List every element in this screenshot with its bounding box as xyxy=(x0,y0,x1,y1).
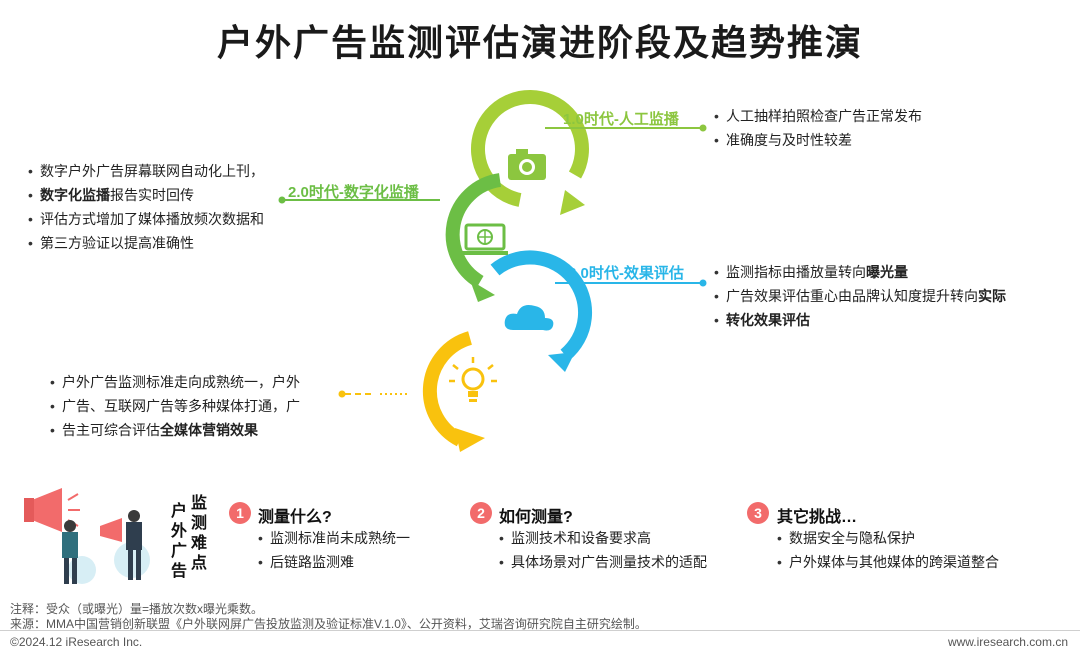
question-1-number: 1 xyxy=(229,502,251,524)
question-3-title: 其它挑战… xyxy=(777,509,858,526)
stage3-label: 3.0时代-效果评估 xyxy=(568,265,684,282)
stage2-arc xyxy=(445,173,502,302)
list-item: 具体场景对广告测量技术的适配 xyxy=(499,550,707,574)
stage2-bullets: 数字户外广告屏幕联网自动化上刊， 数字化监播报告实时回传 评估方式增加了媒体播放… xyxy=(28,159,264,255)
camera-icon xyxy=(508,149,546,180)
footnote: 注释：受众（或曝光）量=播放次数x曝光乘数。 xyxy=(10,602,264,616)
difficulty-heading-col2: 监测难点 xyxy=(190,495,207,572)
cloud-icon xyxy=(504,305,554,331)
question-3-number: 3 xyxy=(747,502,769,524)
list-item: 数字户外广告屏幕联网自动化上刊， xyxy=(28,159,264,183)
website-link[interactable]: www.iresearch.com.cn xyxy=(947,635,1068,649)
question-2-number: 2 xyxy=(470,502,492,524)
list-item: 广告效果评估重心由品牌认知度提升转向实际 xyxy=(714,284,1006,308)
question-3-points: 数据安全与隐私保护 户外媒体与其他媒体的跨渠道整合 xyxy=(777,526,999,574)
stage3-arc xyxy=(490,250,593,372)
list-item: 户外广告监测标准走向成熟统一，户外 xyxy=(50,370,300,394)
list-item: 户外媒体与其他媒体的跨渠道整合 xyxy=(777,550,999,574)
list-item: 转化效果评估 xyxy=(714,308,1006,332)
list-item: 广告、互联网广告等多种媒体打通，广 xyxy=(50,394,300,418)
difficulty-heading-col1: 户外广告 xyxy=(170,503,187,580)
question-1-title: 测量什么? xyxy=(258,509,332,526)
list-item: 数字化监播报告实时回传 xyxy=(28,183,264,207)
copyright: ©2024.12 iResearch Inc. xyxy=(10,635,143,649)
stage4-arc xyxy=(422,331,485,452)
question-1-points: 监测标准尚未成熟统一 后链路监测难 xyxy=(258,526,410,574)
list-item: 后链路监测难 xyxy=(258,550,410,574)
footer-divider xyxy=(0,630,1080,631)
question-2-title: 如何测量? xyxy=(499,509,573,526)
page-title: 户外广告监测评估演进阶段及趋势推演 xyxy=(216,22,863,63)
list-item: 告主可综合评估全媒体营销效果 xyxy=(50,418,300,442)
stage2-label: 2.0时代-数字化监播 xyxy=(288,184,419,201)
list-item: 数据安全与隐私保护 xyxy=(777,526,999,550)
question-2-points: 监测技术和设备要求高 具体场景对广告测量技术的适配 xyxy=(499,526,707,574)
megaphone-people-illustration xyxy=(24,488,150,584)
list-item: 第三方验证以提高准确性 xyxy=(28,231,264,255)
source-note: 来源：MMA中国营销创新联盟《户外联网屏广告投放监测及验证标准V.1.0》、公开… xyxy=(10,617,647,631)
stage1-label: 1.0时代-人工监播 xyxy=(563,111,679,128)
list-item: 评估方式增加了媒体播放频次数据和 xyxy=(28,207,264,231)
list-item: 监测技术和设备要求高 xyxy=(499,526,707,550)
stage1-bullets: 人工抽样拍照检查广告正常发布 准确度与及时性较差 xyxy=(714,104,922,152)
list-item: 人工抽样拍照检查广告正常发布 xyxy=(714,104,922,128)
stage4-bullets: 户外广告监测标准走向成熟统一，户外 广告、互联网广告等多种媒体打通，广 告主可综… xyxy=(50,370,300,442)
stage3-bullets: 监测指标由播放量转向曝光量 广告效果评估重心由品牌认知度提升转向实际 转化效果评… xyxy=(714,260,1006,332)
list-item: 监测标准尚未成熟统一 xyxy=(258,526,410,550)
list-item: 准确度与及时性较差 xyxy=(714,128,922,152)
list-item: 监测指标由播放量转向曝光量 xyxy=(714,260,1006,284)
monitor-globe-icon xyxy=(462,223,508,255)
lightbulb-icon xyxy=(449,357,497,402)
